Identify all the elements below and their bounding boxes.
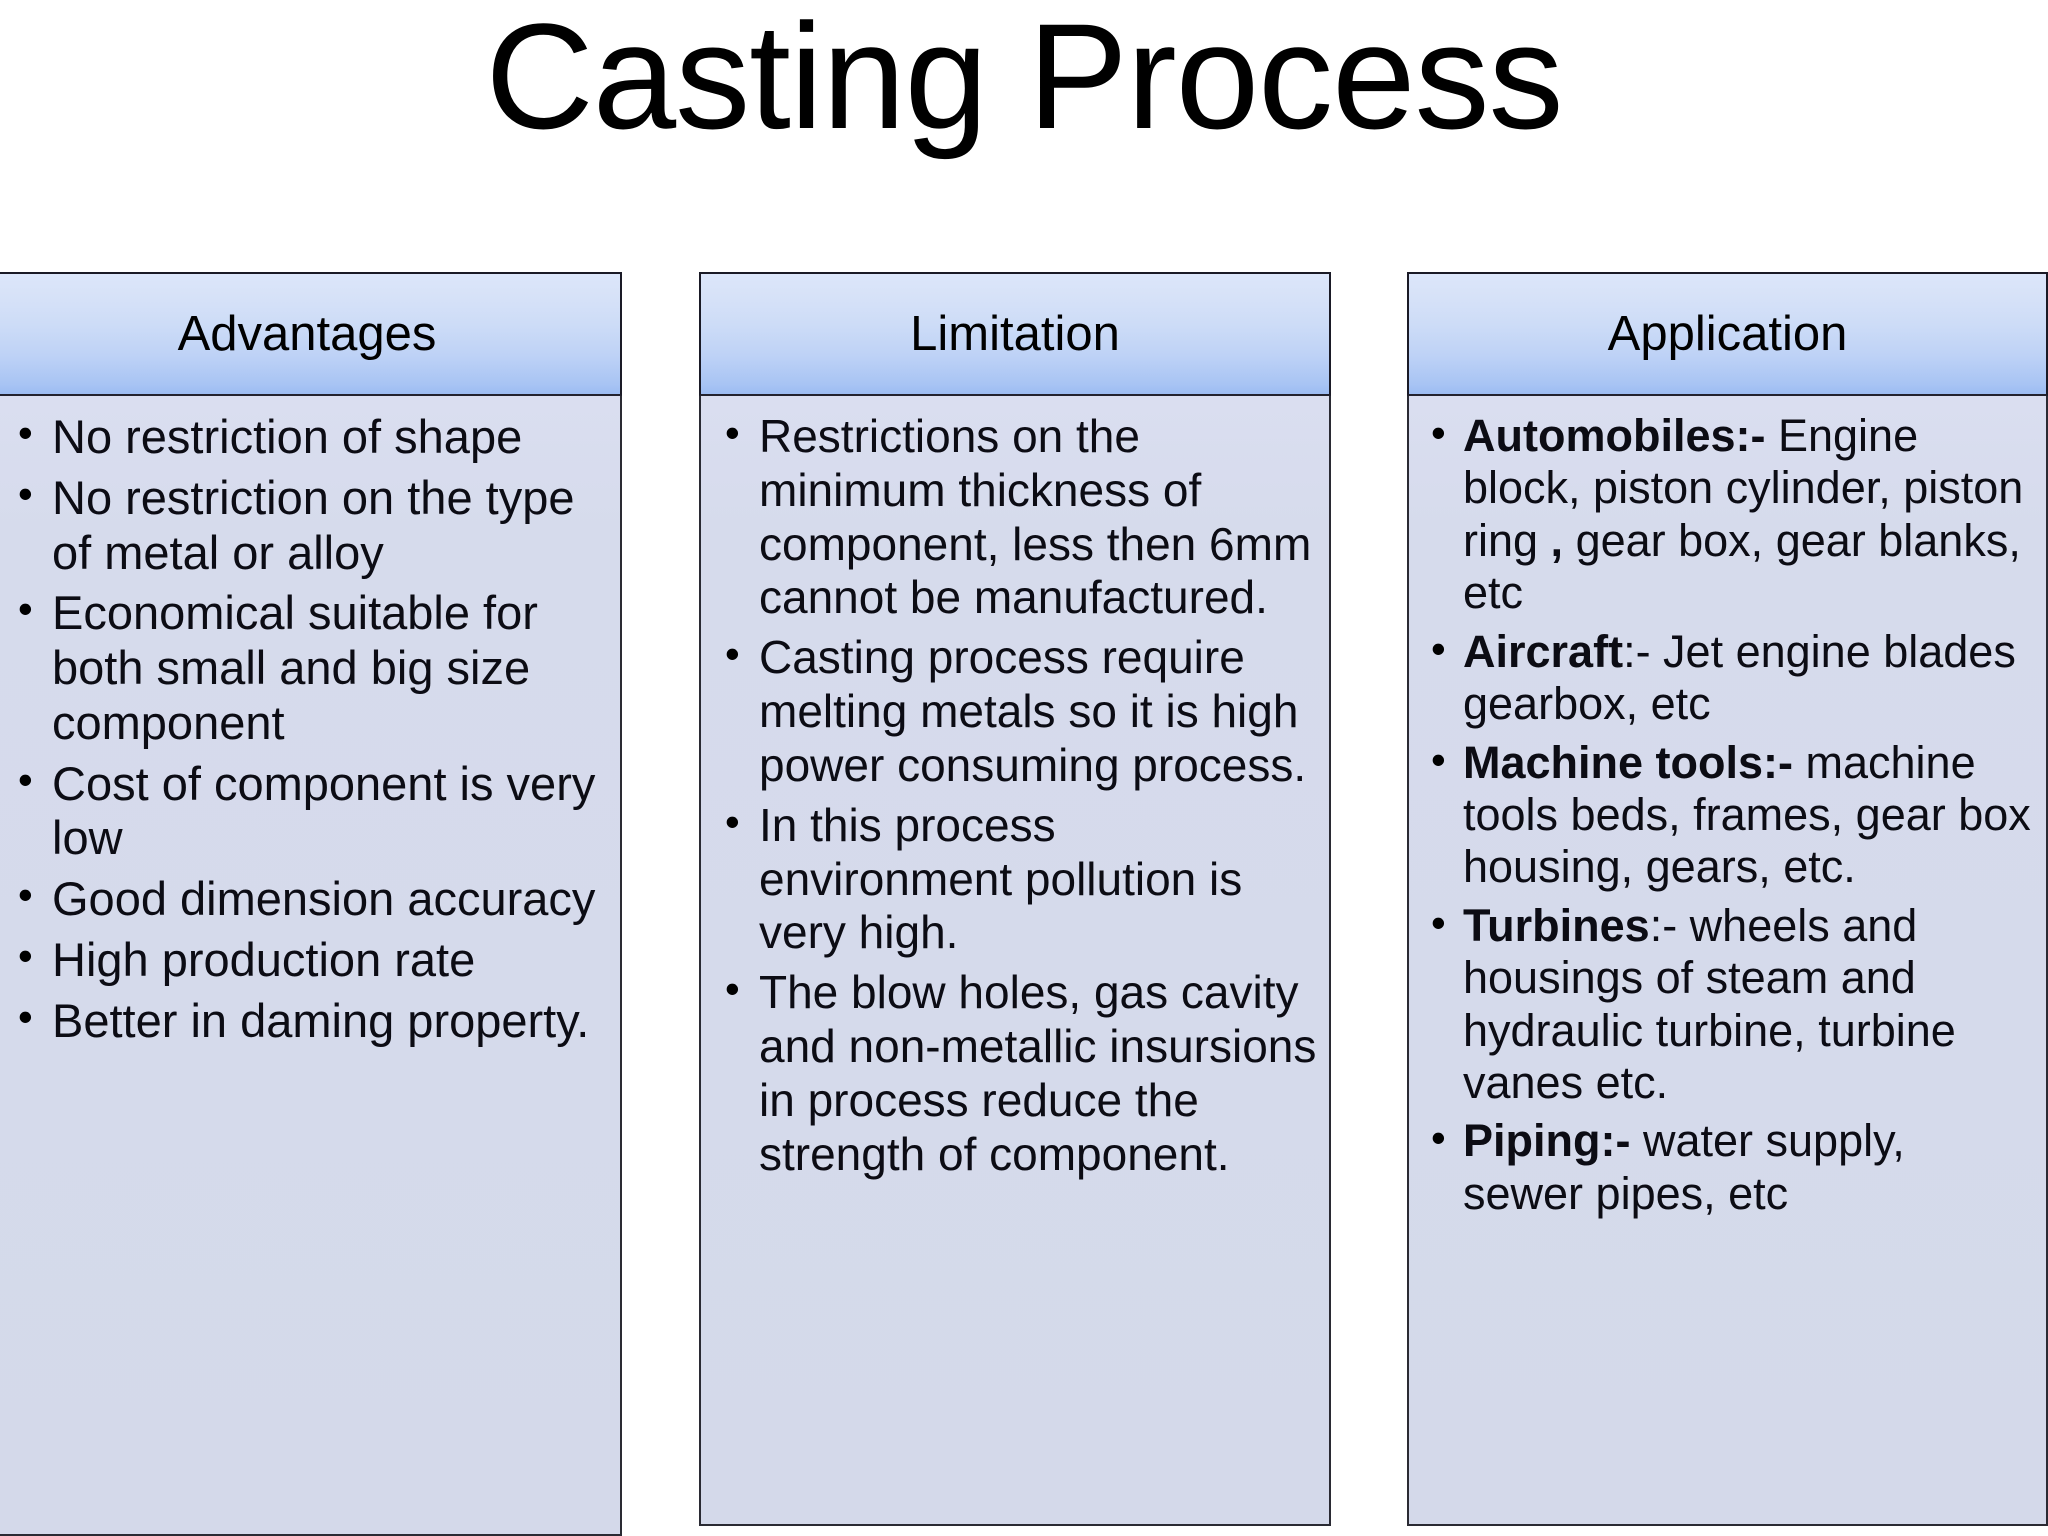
column-header-label-application: Application — [1607, 306, 1848, 361]
column-header-label-limitation: Limitation — [910, 306, 1120, 361]
column-application: Application Automobiles:- Engine block, … — [1407, 272, 2048, 1536]
bullet-list-limitation: Restrictions on the minimum thickness of… — [711, 408, 1319, 1181]
bullet-list-application: Automobiles:- Engine block, piston cylin… — [1419, 408, 2036, 1220]
comparison-columns: Advantages No restriction of shape No re… — [0, 272, 2048, 1536]
list-item: High production rate — [4, 931, 610, 988]
list-item: Restrictions on the minimum thickness of… — [711, 408, 1319, 625]
list-item: Good dimension accuracy — [4, 870, 610, 927]
list-item: Aircraft:- Jet engine blades gearbox, et… — [1419, 624, 2036, 731]
column-body-advantages: No restriction of shape No restriction o… — [0, 396, 622, 1536]
list-item: No restriction on the type of metal or a… — [4, 469, 610, 581]
column-header-application: Application — [1407, 272, 2048, 396]
page-title: Casting Process — [485, 0, 1563, 160]
list-item: Automobiles:- Engine block, piston cylin… — [1419, 408, 2036, 620]
list-item: Machine tools:- machine tools beds, fram… — [1419, 735, 2036, 894]
list-item: Cost of component is very low — [4, 755, 610, 867]
column-header-limitation: Limitation — [699, 272, 1331, 396]
list-item: In this process environment pollution is… — [711, 797, 1319, 960]
list-item: Piping:- water supply, sewer pipes, etc — [1419, 1113, 2036, 1220]
column-header-label-advantages: Advantages — [177, 306, 437, 361]
bullet-list-advantages: No restriction of shape No restriction o… — [4, 408, 610, 1049]
list-item: No restriction of shape — [4, 408, 610, 465]
list-item: Economical suitable for both small and b… — [4, 584, 610, 750]
list-item: Casting process require melting metals s… — [711, 629, 1319, 792]
list-item: Turbines:- wheels and housings of steam … — [1419, 898, 2036, 1110]
column-header-advantages: Advantages — [0, 272, 622, 396]
column-limitation: Limitation Restrictions on the minimum t… — [699, 272, 1331, 1536]
list-item: The blow holes, gas cavity and non-metal… — [711, 964, 1319, 1181]
column-body-limitation: Restrictions on the minimum thickness of… — [699, 396, 1331, 1526]
column-body-application: Automobiles:- Engine block, piston cylin… — [1407, 396, 2048, 1526]
list-item: Better in daming property. — [4, 992, 610, 1049]
column-advantages: Advantages No restriction of shape No re… — [0, 272, 622, 1536]
